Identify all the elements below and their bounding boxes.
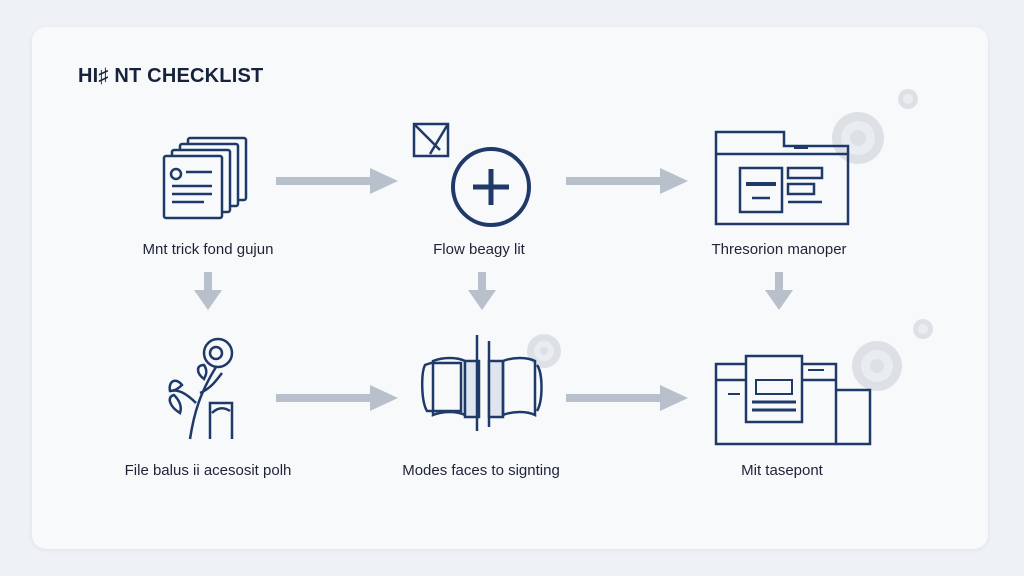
arrow-n1-n4 — [194, 272, 222, 310]
node-label: File balus ii acesosit polh — [124, 462, 292, 479]
arrow-n5-n6 — [566, 385, 688, 411]
cog-decoration-icon — [527, 334, 561, 368]
arrow-n4-n5 — [276, 385, 398, 411]
node-label: Mnt trick fond gujun — [142, 241, 274, 258]
node-label: Thresorion manoper — [711, 241, 847, 258]
node-label: Modes faces to signting — [402, 462, 560, 479]
cog-decoration-icon — [832, 112, 884, 164]
arrow-n3-n6 — [765, 272, 793, 310]
diagram-card — [32, 27, 988, 549]
arrow-n1-n2 — [276, 168, 398, 194]
diagram-title: HI♯ NT CHECKLIST — [78, 65, 264, 87]
dashboard-window-icon — [714, 130, 850, 226]
node-label: Flow beagy lit — [433, 241, 525, 258]
cog-decoration-icon — [852, 341, 902, 391]
small-cog-decoration-icon — [898, 89, 918, 109]
document-stack-icon — [162, 136, 248, 220]
book-pages-icon — [421, 335, 543, 431]
plant-icon — [168, 337, 234, 440]
arrow-n2-n3 — [566, 168, 688, 194]
arrow-n2-n5 — [468, 272, 496, 310]
plus-circle-icon — [412, 122, 531, 227]
small-cog-decoration-icon — [913, 319, 933, 339]
node-label: Mit tasepont — [741, 462, 823, 479]
document-window-icon — [714, 354, 872, 446]
